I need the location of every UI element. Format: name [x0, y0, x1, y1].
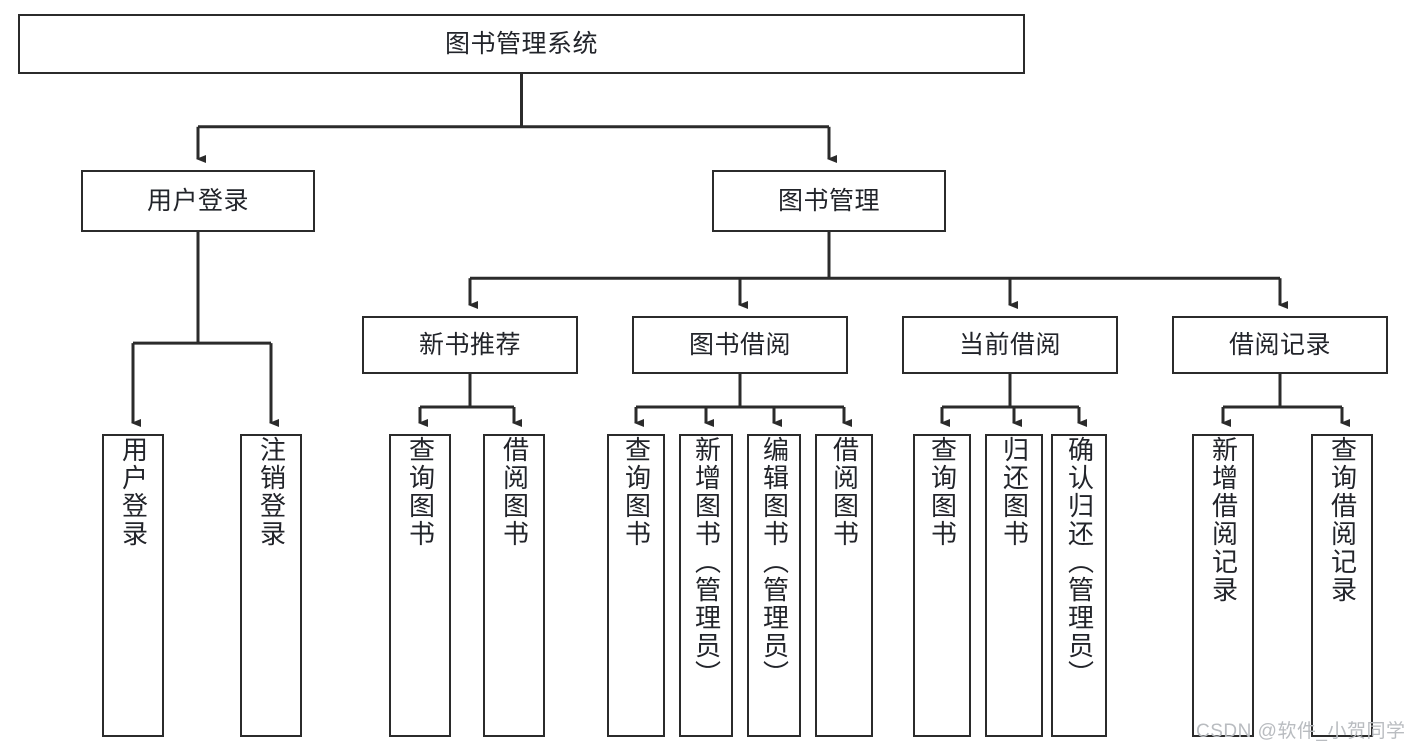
node-label: 查询图书 — [927, 436, 958, 548]
node-r1: 新增借阅记录 — [1192, 434, 1254, 737]
node-c2: 归还图书 — [985, 434, 1043, 737]
node-l1: 用户登录 — [102, 434, 164, 737]
node-n2: 借阅图书 — [483, 434, 545, 737]
node-label: 新增图书（管理员） — [691, 436, 722, 688]
node-login: 用户登录 — [81, 170, 315, 232]
node-label: 图书借阅 — [688, 330, 791, 359]
node-b1: 查询图书 — [607, 434, 665, 737]
node-c1: 查询图书 — [913, 434, 971, 737]
node-label: 编辑图书（管理员） — [759, 436, 790, 688]
node-r2: 查询借阅记录 — [1311, 434, 1373, 737]
watermark-text: CSDN @软件_小贺同学 — [1196, 721, 1405, 742]
node-root: 图书管理系统 — [18, 14, 1025, 74]
node-label: 归还图书 — [999, 436, 1030, 548]
node-label: 新增借阅记录 — [1208, 436, 1239, 604]
node-n1: 查询图书 — [389, 434, 451, 737]
node-b3: 编辑图书（管理员） — [747, 434, 801, 737]
node-b4: 借阅图书 — [815, 434, 873, 737]
node-c3: 确认归还（管理员） — [1051, 434, 1107, 737]
node-newbook: 新书推荐 — [362, 316, 578, 374]
node-label: 用户登录 — [118, 436, 149, 548]
node-label: 注销登录 — [256, 436, 287, 548]
node-l2: 注销登录 — [240, 434, 302, 737]
node-bookmgmt: 图书管理 — [712, 170, 946, 232]
node-b2: 新增图书（管理员） — [679, 434, 733, 737]
node-label: 借阅图书 — [829, 436, 860, 548]
node-current: 当前借阅 — [902, 316, 1118, 374]
node-label: 借阅记录 — [1228, 330, 1331, 359]
node-label: 图书管理 — [777, 186, 880, 215]
node-borrow: 图书借阅 — [632, 316, 848, 374]
node-label: 借阅图书 — [499, 436, 530, 548]
node-label: 图书管理系统 — [444, 29, 598, 58]
node-label: 查询借阅记录 — [1327, 436, 1358, 604]
node-label: 查询图书 — [405, 436, 436, 548]
node-records: 借阅记录 — [1172, 316, 1388, 374]
node-label: 确认归还（管理员） — [1064, 436, 1095, 688]
node-label: 用户登录 — [146, 186, 249, 215]
node-label: 新书推荐 — [418, 330, 521, 359]
node-label: 当前借阅 — [958, 330, 1061, 359]
node-label: 查询图书 — [621, 436, 652, 548]
